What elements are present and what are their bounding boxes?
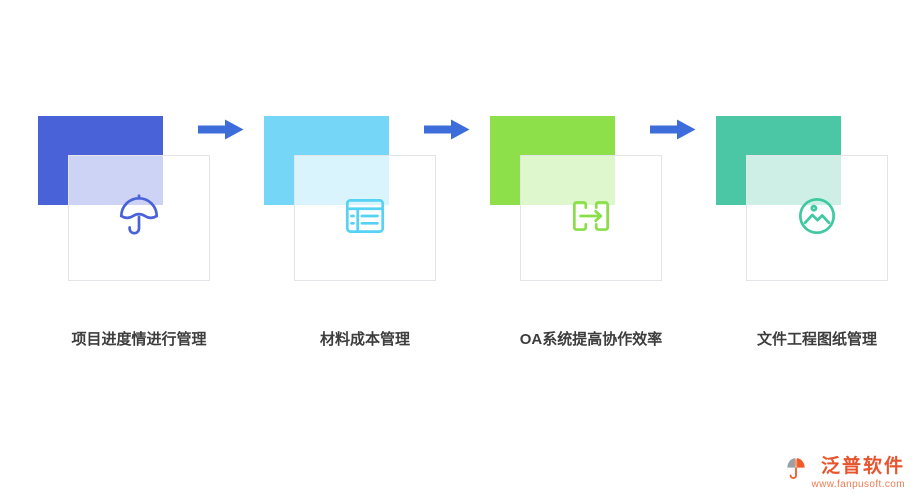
step-label: 文件工程图纸管理 bbox=[756, 331, 877, 348]
icon-card bbox=[294, 155, 436, 281]
brand-logo: 泛普软件 www.fanpusoft.com bbox=[786, 456, 905, 490]
arrow-right-icon bbox=[198, 119, 244, 140]
brand-name: 泛普软件 bbox=[820, 456, 905, 478]
brand-website: www.fanpusoft.com bbox=[811, 479, 905, 490]
umbrella-icon bbox=[114, 191, 164, 246]
icon-card bbox=[520, 155, 662, 281]
step-item-oa-collaboration: OA系统提高协作效率 bbox=[490, 116, 700, 361]
icon-card bbox=[68, 155, 210, 281]
arrow-right-icon bbox=[650, 119, 696, 140]
image-icon bbox=[792, 191, 842, 246]
step-item-drawing-files: 文件工程图纸管理 bbox=[716, 116, 920, 361]
brand-text-block: 泛普软件 www.fanpusoft.com bbox=[811, 456, 905, 490]
spreadsheet-icon bbox=[340, 191, 390, 246]
step-label: OA系统提高协作效率 bbox=[519, 331, 663, 348]
arrow-right-icon bbox=[424, 119, 470, 140]
fanpu-logo-icon bbox=[786, 456, 806, 487]
transfer-icon bbox=[566, 191, 616, 246]
icon-card bbox=[746, 155, 888, 281]
step-label: 材料成本管理 bbox=[319, 331, 410, 348]
step-item-project-progress: 项目进度情进行管理 bbox=[38, 116, 248, 361]
step-label: 项目进度情进行管理 bbox=[71, 331, 207, 348]
step-item-material-cost: 材料成本管理 bbox=[264, 116, 474, 361]
